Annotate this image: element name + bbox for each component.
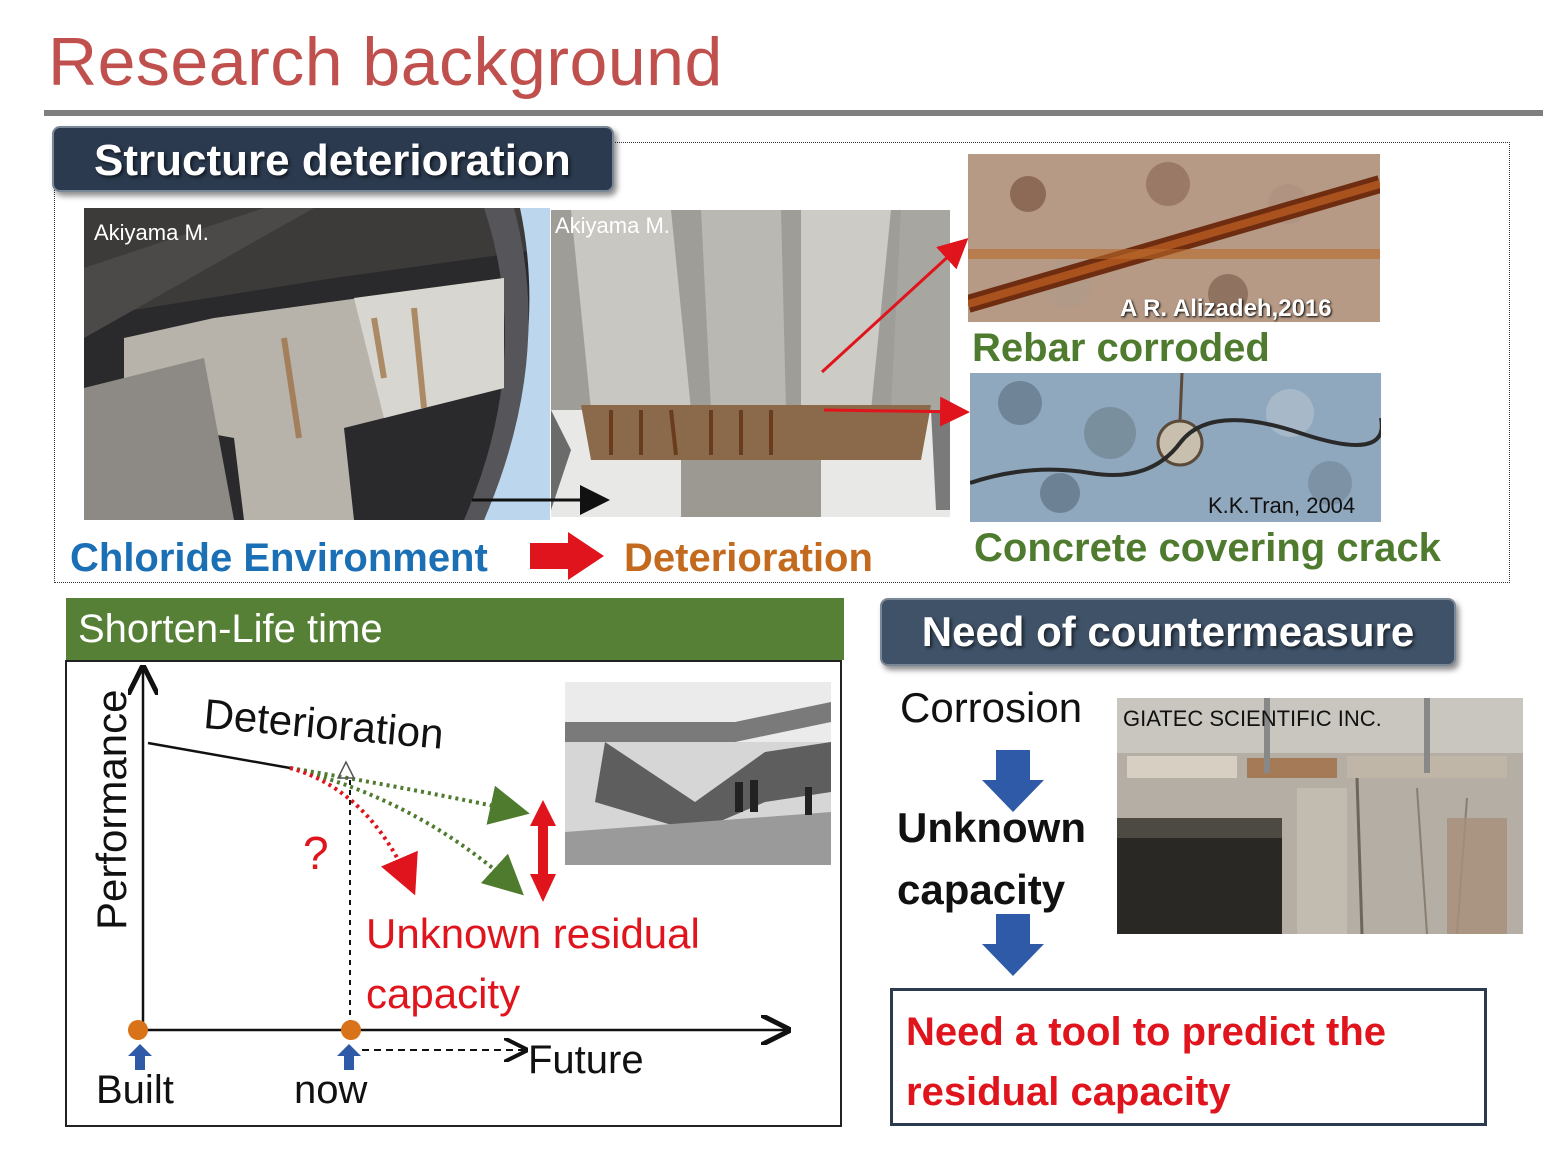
chloride-environment-label: Chloride Environment [70,536,488,580]
concrete-crack-caption: Concrete covering crack [974,526,1441,570]
photo-credit-left: Akiyama M. [94,220,209,245]
big-red-arrow-icon [530,532,604,580]
now-marker-triangle-icon [336,760,356,779]
corroded-pier-photo [551,210,950,517]
photo-credit-crack: K.K.Tran, 2004 [1208,493,1356,518]
y-axis-label: Performance [88,689,135,930]
structure-deterioration-panel [54,142,1510,583]
bridge-underside-photo [84,208,550,520]
rebar-corroded-photo [968,154,1380,322]
double-arrow-icon [530,800,556,902]
slide-title: Research background [48,24,723,100]
photo-credit-mid: Akiyama M. [555,213,670,238]
down-arrow-icon [982,914,1044,976]
future-label: Future [528,1038,644,1082]
flow-arrows [982,750,1044,976]
collapsed-bridge-photo [565,682,831,865]
question-mark: ? [303,827,329,879]
need-tool-line1: Need a tool to predict the [906,1010,1387,1054]
photo-credit-rebar: A R. Alizadeh,2016 [1120,295,1332,322]
need-tool-line2: residual capacity [906,1070,1231,1114]
built-label: Built [96,1068,174,1112]
concrete-crack-photo [970,373,1381,522]
now-up-arrow-icon [337,1044,361,1070]
deteriorated-wall-photo [1117,698,1523,934]
need-tool-text: Need a tool to predict the residual capa… [906,1002,1476,1122]
capacity-label: capacity [897,866,1066,913]
now-label: now [294,1068,368,1112]
rebar-corroded-caption: Rebar corroded [972,326,1270,370]
deterioration-curve [147,741,291,770]
unknown-residual-label: Unknown residual [366,910,700,957]
corrosion-label: Corrosion [900,684,1083,731]
arrow-to-rebar [820,237,969,374]
photo-credit-giatec: GIATEC SCIENTIFIC INC. [1123,706,1382,731]
unknown-capacity-label: capacity [366,970,521,1017]
title-underline [44,110,1543,116]
pointer-arrows [474,237,970,580]
unknown-label: Unknown [897,804,1086,851]
shorten-life-header: Shorten-Life time [66,598,844,660]
down-arrow-icon [982,750,1044,812]
need-of-countermeasure-label: Need of countermeasure [880,598,1456,666]
built-point [128,1020,148,1040]
built-up-arrow-icon [128,1044,152,1070]
shorten-life-graph-box [65,660,842,1127]
deterioration-label: Deterioration [624,536,873,580]
now-point [341,1020,361,1040]
arrow-to-crack [823,396,970,427]
structure-deterioration-label: Structure deterioration [52,126,614,192]
need-tool-box [890,988,1487,1126]
green-path-upper [289,766,530,825]
